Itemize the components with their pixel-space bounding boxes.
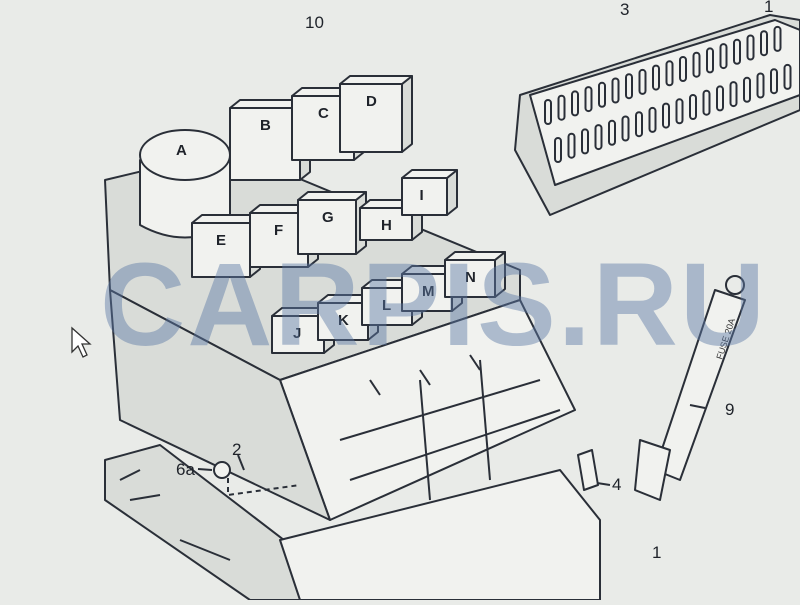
fuse-slot: [719, 43, 728, 70]
fuse-slot: [702, 89, 711, 116]
relay-label: J: [293, 325, 301, 342]
fuse-slot: [635, 111, 643, 138]
relay-label: A: [176, 142, 187, 159]
fuse-slot: [760, 30, 768, 57]
callout-10: 10: [305, 13, 324, 32]
fuse-slot: [770, 68, 778, 95]
fuse-slot: [571, 90, 579, 117]
fuse-slot: [743, 76, 751, 103]
fuse-slot: [611, 77, 620, 104]
relay-label: E: [216, 232, 226, 249]
fuse-slot: [648, 106, 657, 133]
relay-label: I: [420, 187, 424, 204]
fuse-slot: [621, 115, 630, 142]
spare-fuse: [577, 449, 599, 491]
fuse-slot: [584, 86, 593, 113]
callout-2: 2: [232, 440, 241, 459]
fuse-slot: [598, 81, 606, 108]
callout-9: 9: [725, 400, 734, 419]
watermark: CARPIS.RU: [100, 239, 767, 371]
callout-1: 1: [652, 543, 661, 562]
relay-label: M: [422, 283, 435, 300]
fuse-slot: [706, 47, 714, 74]
fuse-panel: [514, 14, 800, 216]
relay-D: D: [339, 75, 413, 153]
fuse-slot: [675, 98, 684, 125]
fuse-slot: [716, 85, 724, 112]
mounting-bracket: [104, 444, 601, 601]
fuse-slot: [662, 102, 670, 129]
fuse-slot: [689, 94, 697, 120]
fuse-slot: [567, 132, 576, 159]
fuse-slot: [665, 60, 674, 87]
fuse-slot: [638, 68, 647, 95]
relay-I: I: [401, 169, 458, 216]
relay-label: F: [274, 222, 283, 239]
nut: [213, 461, 231, 479]
relay-label: C: [318, 105, 329, 122]
relay-label: H: [381, 217, 392, 234]
fuse-slot: [773, 25, 782, 52]
fuse-slot: [608, 119, 616, 146]
fuse-slot: [594, 124, 603, 151]
fuse-slot: [729, 81, 738, 108]
relay-label: D: [366, 93, 377, 110]
fuse-slot: [679, 56, 687, 82]
mouse-cursor-icon: [71, 326, 92, 358]
relay-label: N: [465, 269, 476, 286]
fuse-slot: [581, 128, 589, 155]
callout-6a: 6a: [176, 460, 195, 479]
relay-G: G: [297, 191, 367, 255]
fuse-slot: [756, 72, 765, 99]
fuse-slot: [554, 137, 562, 163]
callout-1-top: 1: [764, 0, 773, 16]
fuse-slot: [652, 64, 660, 91]
relay-label: K: [338, 312, 349, 329]
fuse-slot: [733, 38, 741, 65]
relay-label: L: [382, 297, 391, 314]
fuse-slot: [544, 99, 552, 125]
relay-N: N: [444, 251, 506, 298]
relay-label: B: [260, 117, 271, 134]
fuse-slot: [625, 73, 633, 100]
fuse-slot: [557, 94, 566, 121]
relay-label: G: [322, 209, 334, 226]
fuse-slot: [746, 34, 755, 61]
callout-3: 3: [620, 0, 629, 19]
fuse-slot: [692, 51, 701, 78]
fuse-slot: [783, 63, 792, 90]
callout-4: 4: [612, 475, 621, 494]
